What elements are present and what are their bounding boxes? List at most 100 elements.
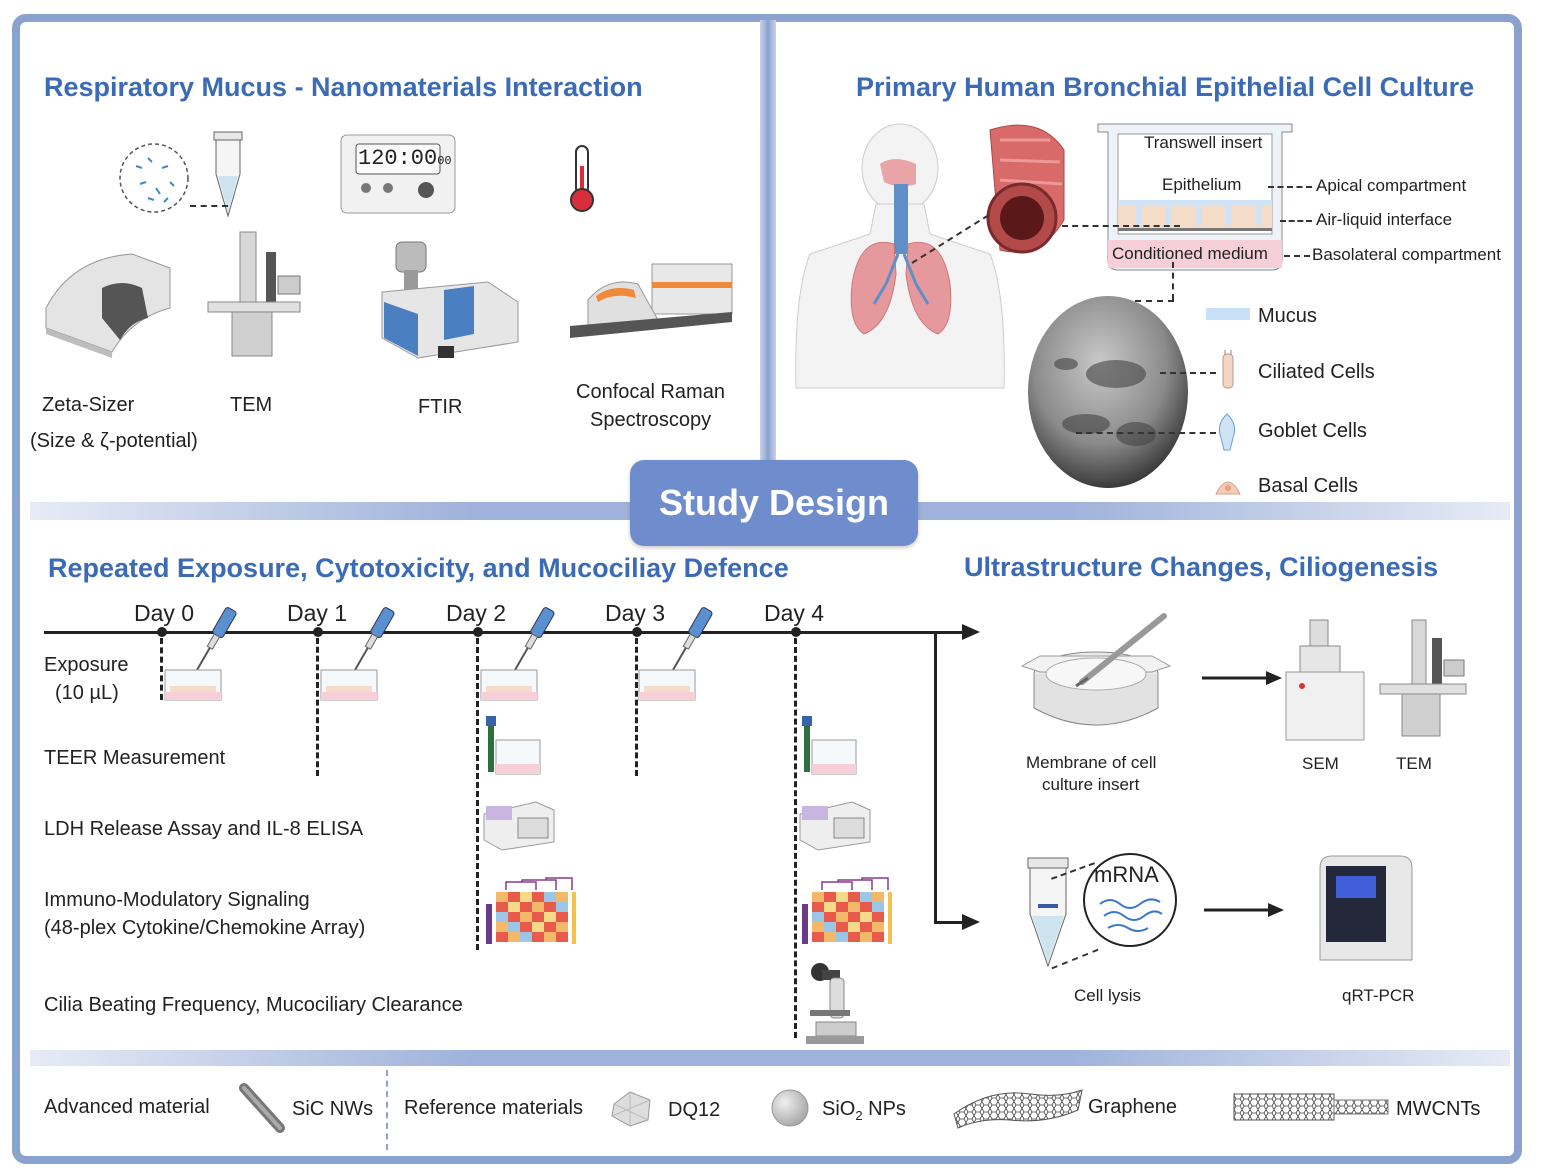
day-3-label: Day 3 bbox=[605, 600, 666, 626]
timeline-axis bbox=[44, 631, 964, 634]
legend-goblet: Goblet Cells bbox=[1258, 420, 1367, 442]
micrograph-image bbox=[1028, 296, 1188, 488]
tem-icon bbox=[207, 231, 301, 357]
tube-connector bbox=[190, 205, 228, 207]
branch-to-lysis bbox=[934, 921, 964, 924]
tem-small-icon bbox=[1379, 619, 1467, 737]
row-exposure-volume: (10 µL) bbox=[55, 682, 119, 704]
panel-bl-title: Repeated Exposure, Cytotoxicity, and Muc… bbox=[48, 553, 789, 583]
mrna-label: mRNA bbox=[1094, 862, 1159, 887]
epithelium-label: Epithelium bbox=[1162, 175, 1242, 194]
day-2-line bbox=[476, 638, 479, 950]
membrane-label-2: culture insert bbox=[1042, 775, 1140, 794]
footer-reference-label: Reference materials bbox=[404, 1097, 583, 1119]
tem-label: TEM bbox=[230, 394, 273, 416]
legend-ciliated: Ciliated Cells bbox=[1258, 361, 1375, 383]
footer-divider bbox=[30, 1050, 1510, 1066]
day-2-label: Day 2 bbox=[446, 600, 507, 626]
vertical-divider bbox=[760, 20, 776, 460]
micrograph-link bbox=[1124, 300, 1174, 302]
transwell-to-micrograph bbox=[1172, 262, 1174, 300]
basolateral-label: Basolateral compartment bbox=[1312, 245, 1501, 264]
raman-label: Confocal Raman bbox=[576, 381, 725, 403]
dq12-icon bbox=[611, 1091, 651, 1127]
transwell-icon bbox=[1097, 123, 1293, 271]
sio2-np-icon bbox=[771, 1089, 809, 1127]
apical-connector bbox=[1268, 186, 1312, 188]
row-exposure-label: Exposure bbox=[44, 654, 129, 676]
row-teer-label: TEER Measurement bbox=[44, 747, 226, 769]
bronchus-icon bbox=[986, 124, 1065, 254]
well-icon-day0 bbox=[164, 669, 222, 701]
sic-nws-icon bbox=[239, 1083, 285, 1133]
row-immuno-sub: (48-plex Cytokine/Chemokine Array) bbox=[44, 917, 366, 939]
panel-br-title: Ultrastructure Changes, Ciliogenesis bbox=[964, 552, 1439, 582]
transwell-label: Transwell insert bbox=[1144, 133, 1263, 152]
well-icon-day1 bbox=[320, 669, 378, 701]
ftir-label: FTIR bbox=[418, 396, 463, 418]
teer-icon-day4 bbox=[802, 716, 857, 775]
day-0-line bbox=[160, 638, 163, 700]
basal-cell-icon bbox=[1215, 481, 1241, 495]
mucus-swatch bbox=[1206, 308, 1250, 320]
sio2-text-b: NPs bbox=[862, 1098, 906, 1120]
heatmap-icon-day4 bbox=[802, 877, 892, 944]
day-0-label: Day 0 bbox=[134, 600, 195, 626]
goblet-connector bbox=[1076, 432, 1216, 434]
qpcr-machine-icon bbox=[1319, 855, 1413, 961]
medium-label: Conditioned medium bbox=[1112, 244, 1268, 263]
footer-separator bbox=[386, 1070, 388, 1150]
timer-readout: 120:0000 bbox=[358, 146, 452, 171]
goblet-cell-icon bbox=[1219, 413, 1235, 451]
study-design-title: Study Design bbox=[658, 482, 890, 523]
timer-small: 00 bbox=[437, 154, 452, 168]
plate-reader-icon-day4 bbox=[799, 801, 871, 851]
day-3-marker bbox=[632, 627, 642, 637]
footer-sic-label: SiC NWs bbox=[292, 1098, 374, 1120]
ali-label: Air-liquid interface bbox=[1316, 210, 1453, 229]
day-1-marker bbox=[313, 627, 323, 637]
mrna-bubble-icon bbox=[1083, 853, 1177, 947]
teer-icon-day2 bbox=[486, 716, 541, 775]
row-ldh-label: LDH Release Assay and IL-8 ELISA bbox=[44, 818, 364, 840]
footer-mwcnts-label: MWCNTs bbox=[1396, 1098, 1481, 1120]
sem-icon bbox=[1285, 619, 1365, 741]
sem-label: SEM bbox=[1302, 754, 1339, 773]
microscope-icon bbox=[806, 963, 864, 1044]
membrane-insert-icon bbox=[1020, 613, 1172, 726]
footer-sio2-label: SiO2 NPs bbox=[822, 1098, 906, 1123]
footer-graphene-label: Graphene bbox=[1088, 1096, 1177, 1118]
zeta-sizer-label: Zeta-Sizer bbox=[42, 394, 135, 416]
panel-tl-title: Respiratory Mucus - Nanomaterials Intera… bbox=[44, 72, 643, 102]
ali-connector bbox=[1280, 220, 1312, 222]
heatmap-icon-day2 bbox=[486, 877, 576, 944]
qpcr-label: qRT-PCR bbox=[1342, 986, 1415, 1005]
mwcnts-icon bbox=[1233, 1093, 1389, 1121]
day-2-marker bbox=[473, 627, 483, 637]
footer-advanced-label: Advanced material bbox=[44, 1096, 210, 1118]
thermometer-icon bbox=[570, 145, 594, 212]
well-icon-day3 bbox=[638, 669, 696, 701]
tube-icon bbox=[213, 131, 243, 218]
raman-icon bbox=[570, 263, 733, 338]
arrow-to-qpcr bbox=[1204, 903, 1284, 917]
panel-tr-title: Primary Human Bronchial Epithelial Cell … bbox=[856, 72, 1475, 102]
apical-label: Apical compartment bbox=[1316, 176, 1467, 195]
sio2-subscript: 2 bbox=[855, 1108, 863, 1123]
day-3-line bbox=[635, 638, 638, 776]
study-design-box: Study Design bbox=[630, 460, 918, 546]
petri-dish-icon bbox=[119, 143, 189, 213]
row-immuno-label: Immuno-Modulatory Signaling bbox=[44, 889, 310, 911]
zeta-sizer-icon bbox=[45, 253, 171, 358]
sio2-text-a: SiO bbox=[822, 1098, 856, 1120]
day-4-marker bbox=[791, 627, 801, 637]
tem-label-br: TEM bbox=[1396, 754, 1432, 773]
legend-basal: Basal Cells bbox=[1258, 475, 1359, 497]
well-icon-day2 bbox=[480, 669, 538, 701]
basolateral-connector bbox=[1284, 255, 1310, 257]
timer-value: 120:00 bbox=[358, 146, 438, 171]
human-body-icon bbox=[795, 123, 1005, 389]
branch-line bbox=[934, 633, 937, 923]
zeta-sizer-sub: (Size & ζ-potential) bbox=[30, 430, 198, 452]
lysis-label: Cell lysis bbox=[1074, 986, 1142, 1005]
